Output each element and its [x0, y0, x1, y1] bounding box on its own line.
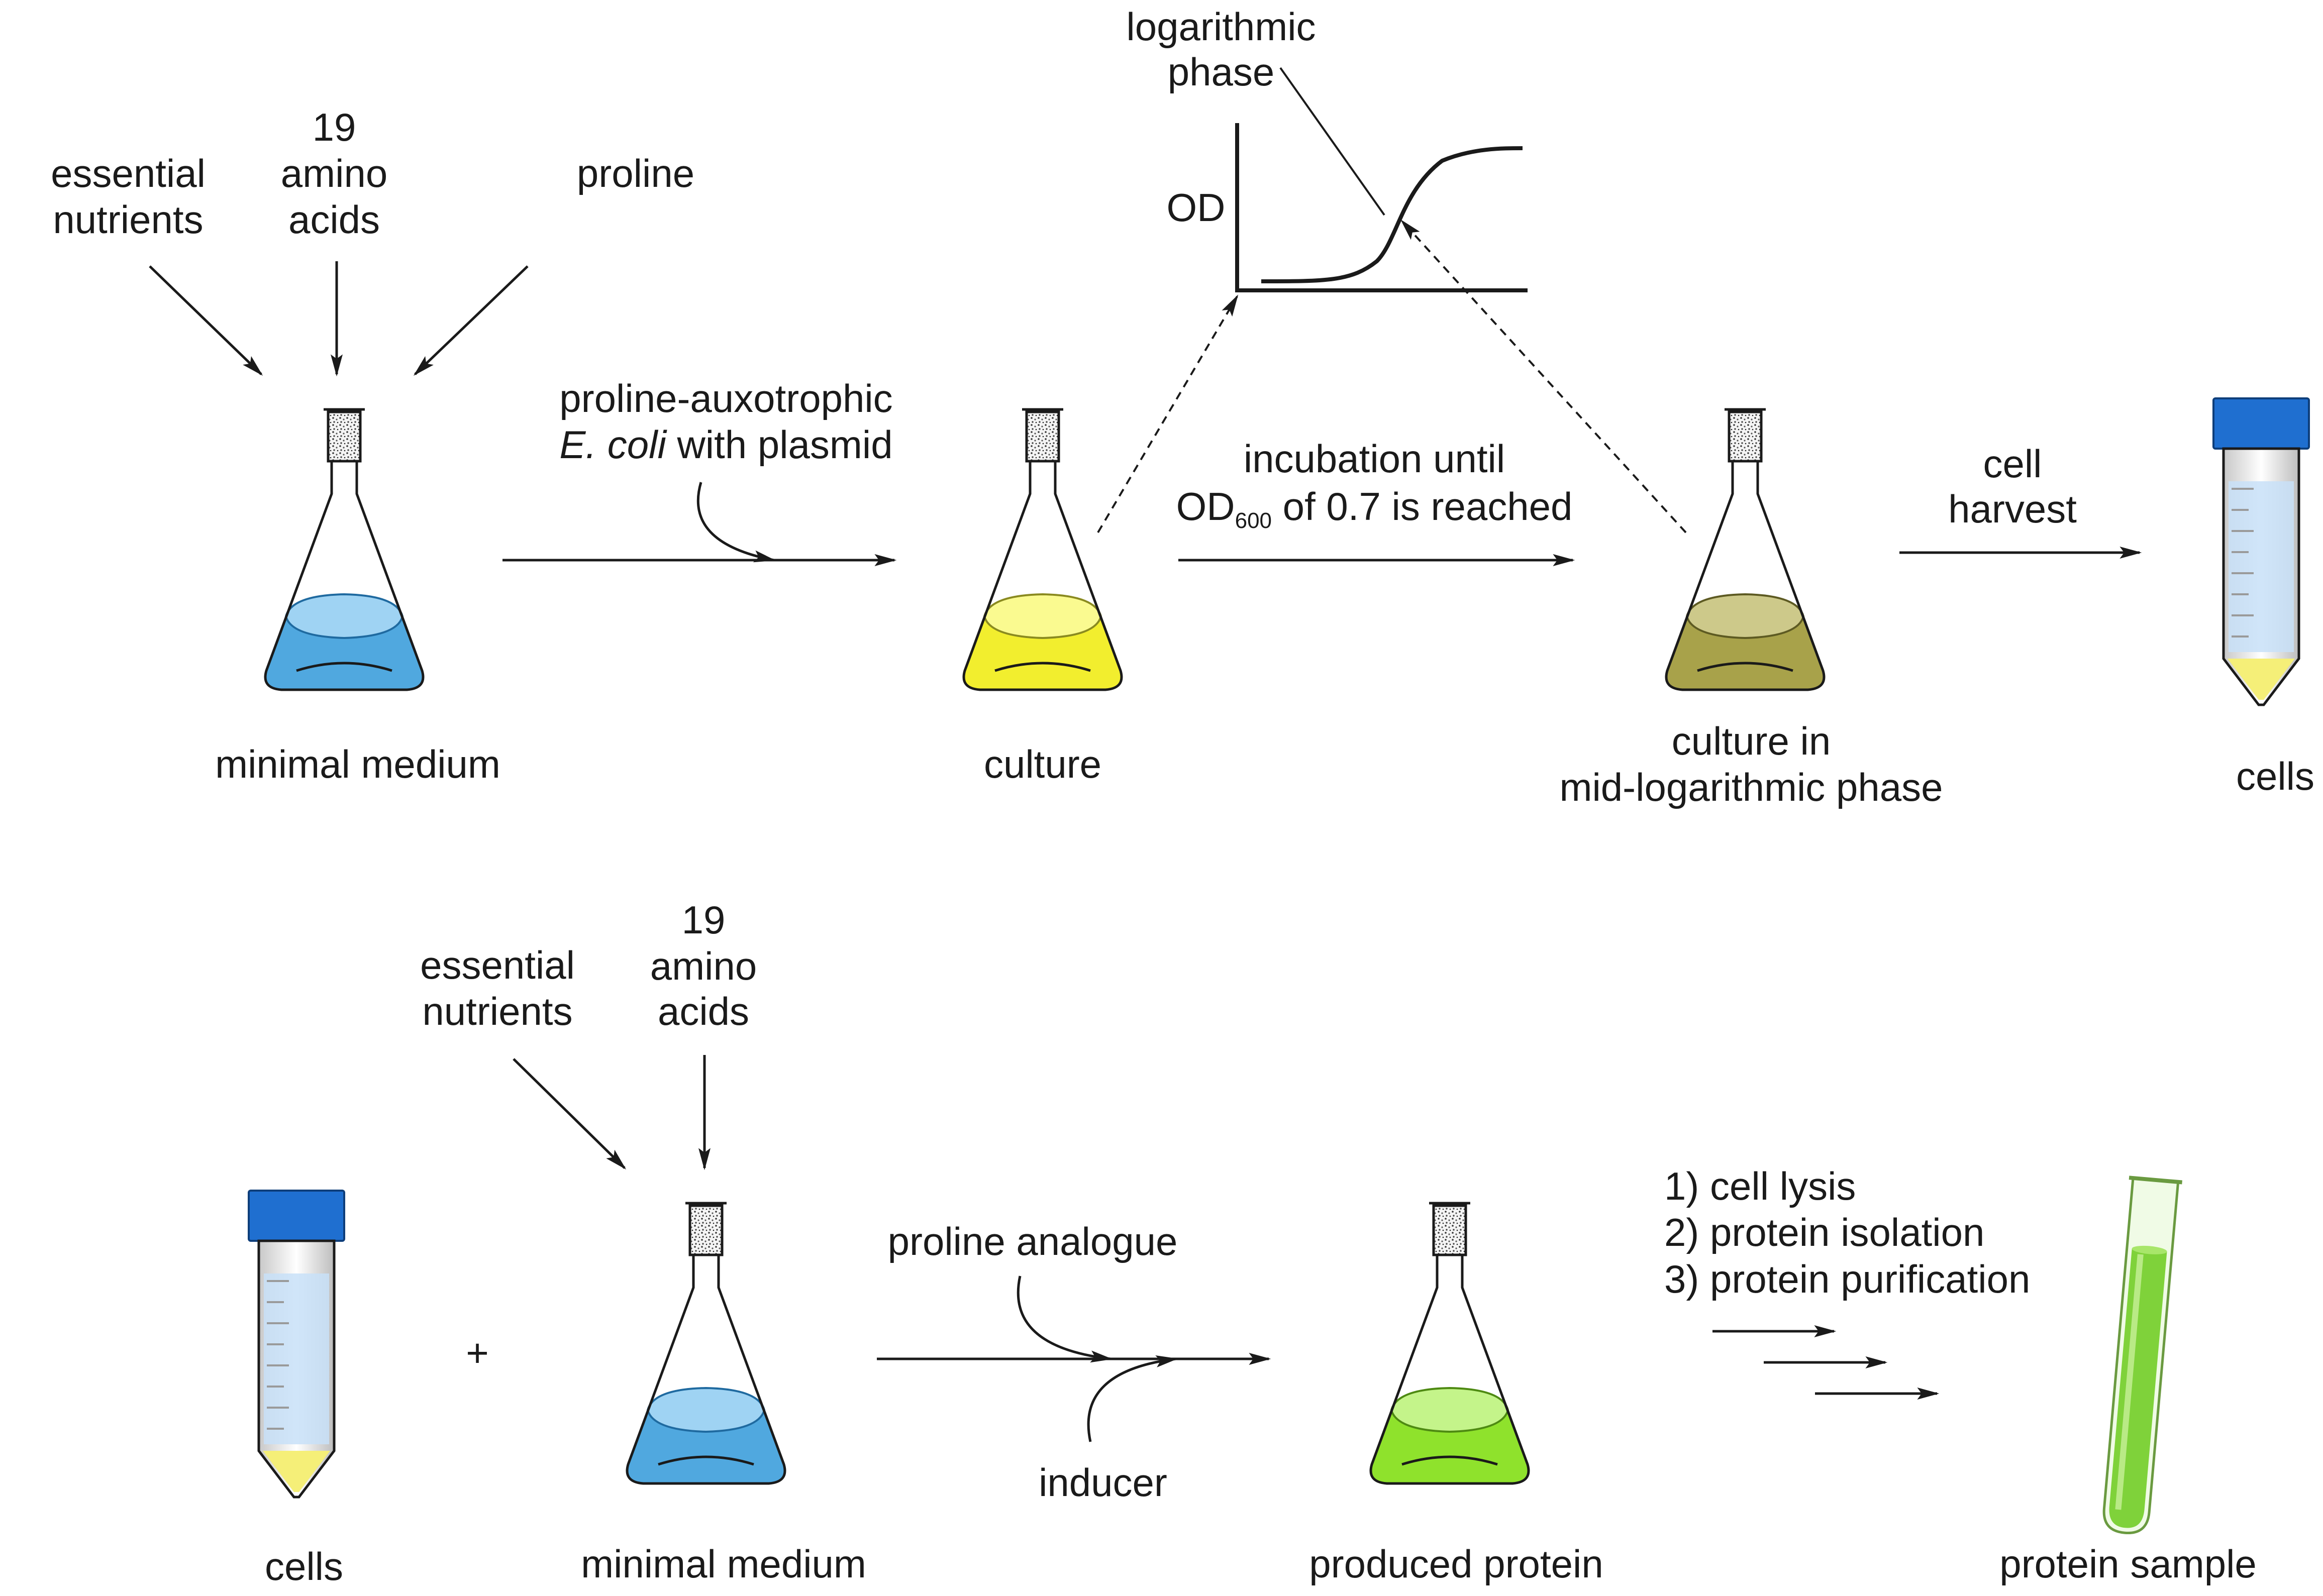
test-tube-icon: [2102, 1176, 2182, 1535]
bottom-medium-label: minimal medium: [581, 1542, 866, 1586]
top-arrow-proline: [413, 265, 529, 376]
svg-text:nutrients: nutrients: [422, 989, 572, 1033]
erlenmeyer-flask-icon: [1371, 1203, 1529, 1483]
sample-label: protein sample: [1999, 1542, 2257, 1586]
bottom-cells-label: cells: [265, 1544, 343, 1588]
top-medium-label: minimal medium: [215, 742, 500, 786]
culture-label: culture: [984, 742, 1101, 786]
incubation-label: incubation until OD600 of 0.7 is reached: [1176, 437, 1573, 533]
svg-text:mid-logarithmic phase: mid-logarithmic phase: [1560, 765, 1943, 809]
svg-text:amino: amino: [281, 151, 387, 195]
bottom-input-nutrients-label: essential nutrients: [420, 943, 575, 1033]
dashed-arrow-culture-graph: [1097, 294, 1239, 534]
harvest-label: cell harvest: [1948, 442, 2077, 531]
top-input-nutrients-label: essential nutrients: [51, 151, 206, 242]
svg-text:proline-auxotrophic: proline-auxotrophic: [559, 376, 892, 420]
svg-text:E. coli with plasmid: E. coli with plasmid: [559, 422, 892, 467]
erlenmeyer-flask-icon: [964, 409, 1122, 690]
svg-text:culture in: culture in: [1672, 719, 1831, 763]
bottom-arrow-nutrients: [513, 1058, 627, 1170]
svg-text:harvest: harvest: [1948, 487, 2077, 531]
svg-text:acids: acids: [288, 197, 380, 242]
top-arrow-inoculum-curve: [696, 482, 776, 563]
erlenmeyer-flask-icon: [1666, 409, 1824, 690]
graph-phase-label-1: logarithmic: [1126, 5, 1316, 49]
svg-text:acids: acids: [658, 989, 749, 1033]
centrifuge-tube-icon: [248, 1190, 345, 1499]
svg-text:cell: cell: [1983, 442, 2042, 486]
top-arrow-nutrients: [149, 265, 263, 376]
svg-text:nutrients: nutrients: [53, 197, 203, 242]
svg-text:19: 19: [682, 898, 726, 942]
analogue-curve-arrow: [1017, 1275, 1113, 1363]
top-input-proline-label: proline: [577, 151, 694, 195]
svg-text:amino: amino: [650, 944, 757, 988]
svg-text:OD600 of 0.7 is reached: OD600 of 0.7 is reached: [1176, 484, 1573, 533]
inducer-label: inducer: [1039, 1460, 1167, 1505]
step-2: 2) protein isolation: [1664, 1210, 1984, 1254]
inducer-curve-arrow: [1087, 1355, 1178, 1442]
top-cells-label: cells: [2236, 754, 2314, 798]
midlog-label: culture in mid-logarithmic phase: [1560, 719, 1943, 809]
svg-text:essential: essential: [420, 943, 575, 987]
phase-pointer-line: [1279, 67, 1385, 216]
erlenmeyer-flask-icon: [627, 1203, 785, 1483]
processing-steps: 1) cell lysis 2) protein isolation 3) pr…: [1664, 1164, 2030, 1301]
svg-text:incubation until: incubation until: [1244, 437, 1505, 481]
growth-curve-graph: OD logarithmic phase: [1126, 5, 1528, 292]
inoculation-label: proline-auxotrophic E. coli with plasmid: [559, 376, 892, 467]
bottom-input-amino-label: 19 amino acids: [650, 898, 757, 1033]
graph-phase-label-2: phase: [1168, 50, 1275, 94]
top-input-amino-label: 19 amino acids: [281, 105, 387, 242]
plus-sign: +: [466, 1331, 489, 1375]
step-3: 3) protein purification: [1664, 1257, 2030, 1301]
centrifuge-tube-icon: [2212, 397, 2310, 706]
erlenmeyer-flask-icon: [265, 409, 423, 690]
produced-label: produced protein: [1309, 1542, 1603, 1586]
svg-text:19: 19: [313, 105, 356, 149]
svg-text:essential: essential: [51, 151, 206, 195]
graph-ylabel: OD: [1167, 185, 1226, 230]
analogue-label: proline analogue: [888, 1219, 1178, 1263]
step-1: 1) cell lysis: [1664, 1164, 1856, 1208]
